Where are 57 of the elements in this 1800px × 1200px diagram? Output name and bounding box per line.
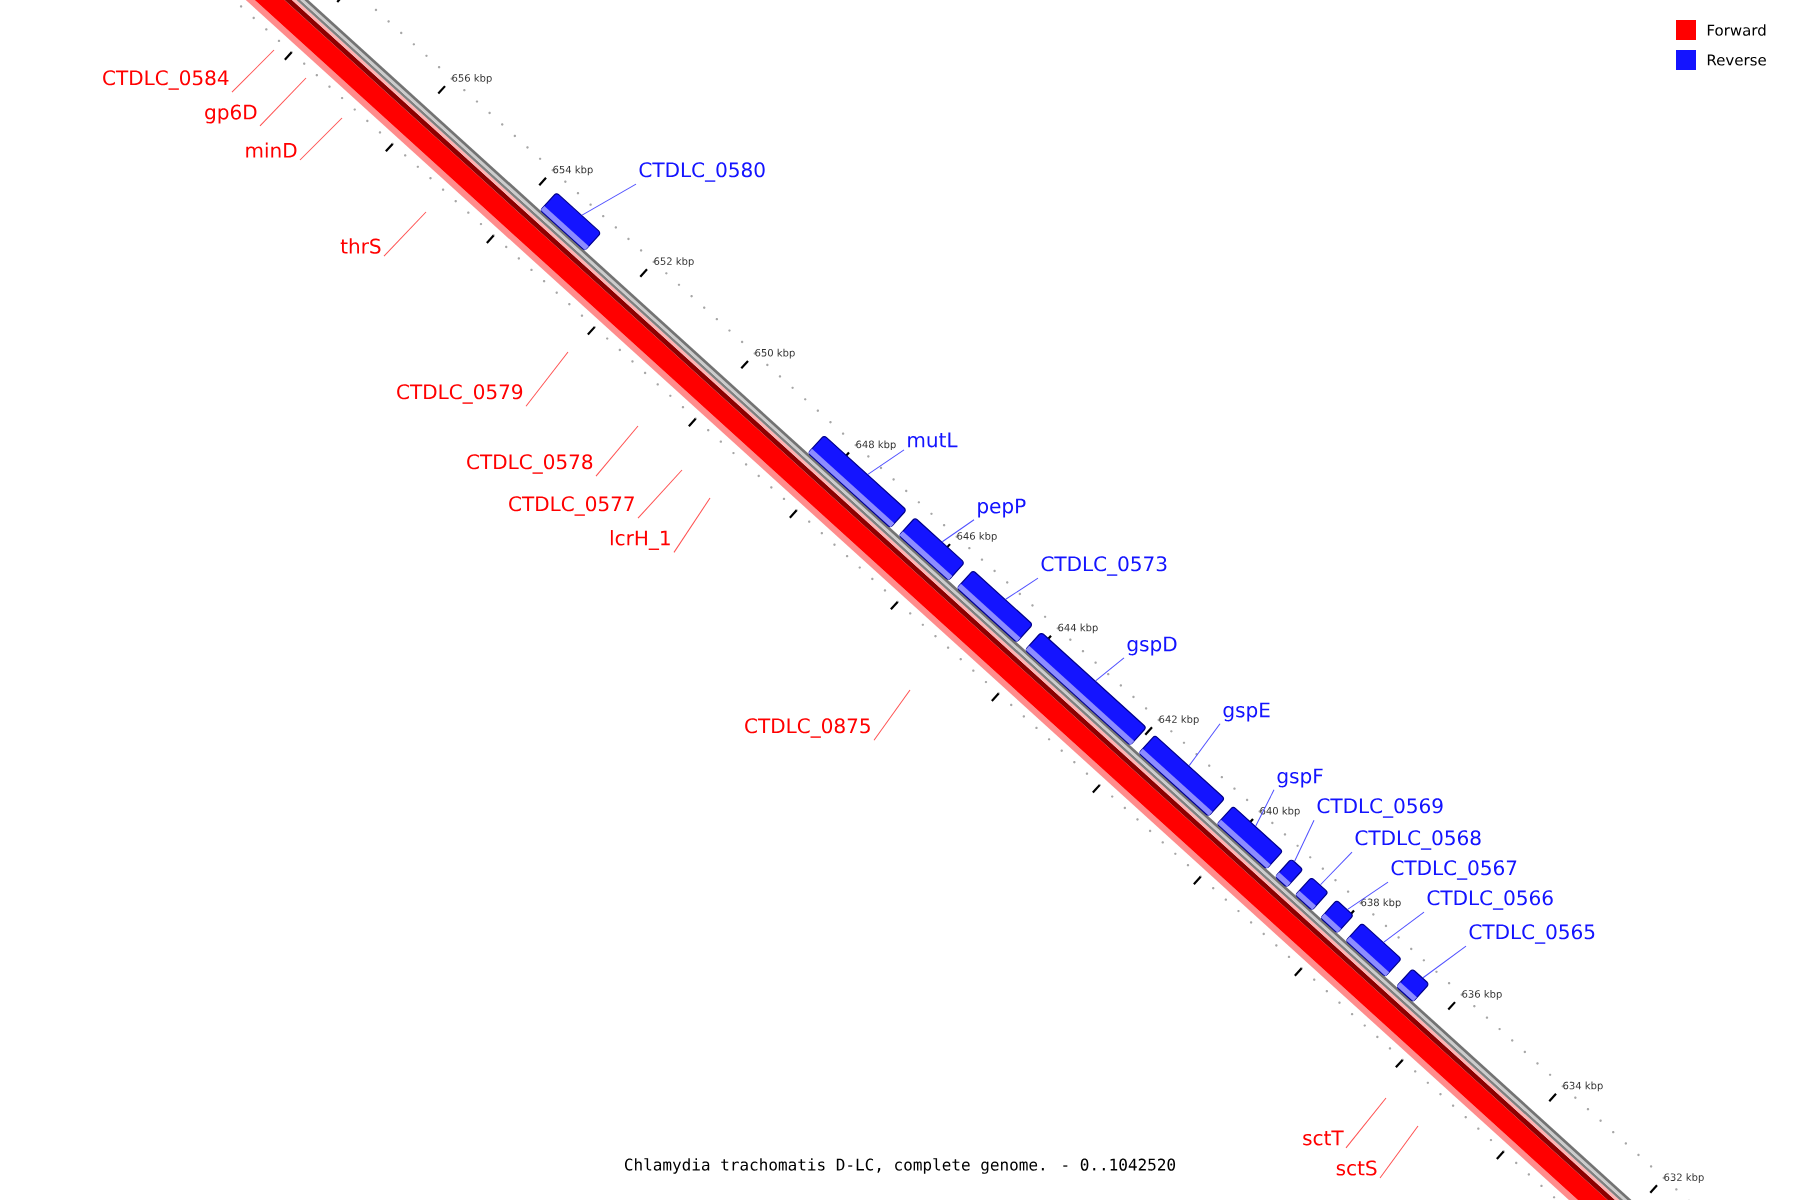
- gene-label: CTDLC_0566: [1427, 890, 1553, 910]
- gene-label: CTDLC_0579: [397, 384, 523, 404]
- gene-label: gspE: [1223, 702, 1270, 722]
- gene-bar: [957, 571, 1033, 642]
- leader-line: [259, 77, 307, 127]
- gene-bar: [540, 193, 601, 251]
- gene-label: lcrH_1: [610, 530, 670, 550]
- gene-label: pepP: [978, 498, 1026, 518]
- gene-label: CTDLC_0578: [467, 454, 593, 474]
- gene-bar: [1217, 807, 1282, 869]
- leader-line: [873, 689, 911, 741]
- gene-label: CTDLC_0584: [103, 70, 229, 90]
- gene-label: mutL: [908, 432, 958, 448]
- gene-label: CTDLC_0580: [639, 162, 765, 182]
- leader-line: [1095, 657, 1125, 682]
- leader-line: [941, 519, 975, 543]
- gene-label: thrS: [340, 238, 381, 254]
- gene-label: gspD: [1127, 636, 1177, 656]
- gene-label: CTDLC_0565: [1469, 924, 1595, 944]
- gene-label: sctS: [1336, 1160, 1377, 1176]
- leader-line: [1255, 789, 1275, 827]
- gene-label: gp6D: [205, 104, 257, 124]
- leader-line: [867, 449, 905, 475]
- leader-line: [1188, 723, 1221, 767]
- gene-bar: [1139, 736, 1224, 816]
- gene-bar: [1346, 923, 1401, 977]
- leader-line: [525, 351, 569, 407]
- leader-line: [231, 49, 275, 93]
- gene-bar: [1295, 877, 1328, 910]
- leader-line: [637, 469, 683, 519]
- gene-bar: [1320, 900, 1353, 933]
- leader-line: [383, 211, 427, 257]
- gene-label: CTDLC_0568: [1355, 830, 1481, 850]
- leader-line: [299, 117, 343, 161]
- gene-bar: [1396, 969, 1429, 1002]
- leader-line: [1379, 1125, 1419, 1179]
- gene-label: CTDLC_0569: [1317, 798, 1443, 818]
- leader-line: [595, 425, 639, 477]
- caption: Chlamydia trachomatis D-LC, complete genome. - 0..1042520: [624, 1158, 1176, 1174]
- leader-line: [581, 183, 637, 216]
- gene-label: gspF: [1277, 768, 1323, 788]
- gene-label: CTDLC_0573: [1041, 556, 1167, 576]
- gene-bar: [1275, 859, 1303, 887]
- gene-bar: [808, 436, 906, 528]
- leader-line: [1005, 577, 1039, 600]
- leader-line: [1347, 881, 1389, 910]
- gene-label: sctT: [1303, 1130, 1344, 1146]
- leader-line: [673, 497, 711, 553]
- gene-label: CTDLC_0567: [1391, 860, 1517, 880]
- gene-label: minD: [246, 142, 297, 158]
- gene-label: CTDLC_0875: [745, 718, 870, 738]
- gene-label: CTDLC_0577: [509, 496, 634, 516]
- leader-line: [1294, 819, 1315, 862]
- leader-line: [1319, 851, 1353, 886]
- leader-line: [1383, 911, 1425, 943]
- leader-line: [1422, 945, 1467, 979]
- leader-line: [1345, 1097, 1387, 1149]
